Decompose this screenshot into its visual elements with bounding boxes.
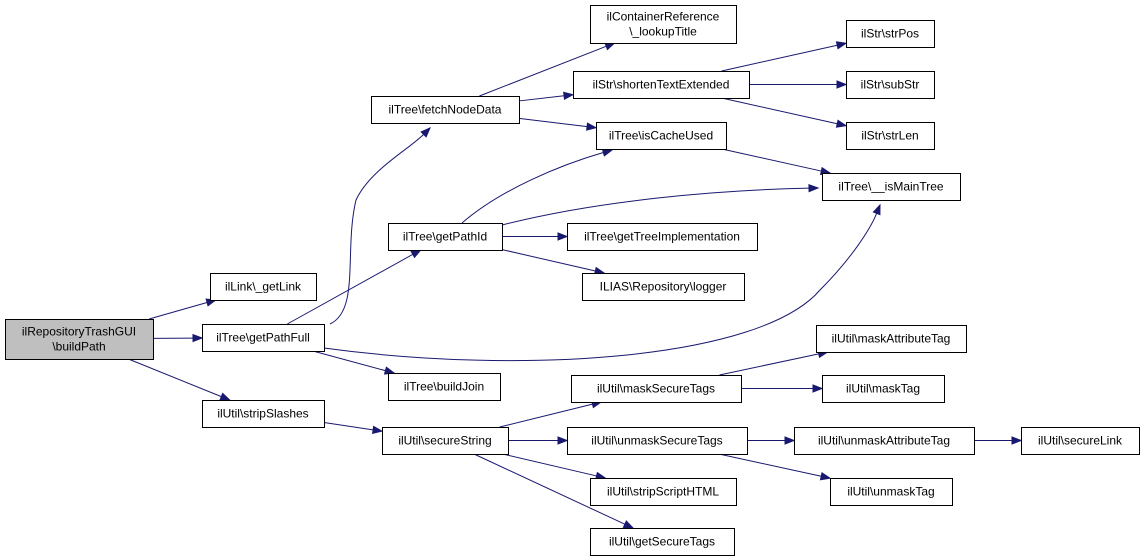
ilutil-unmaskattributetag-node[interactable]: ilUtil\unmaskAttributeTag (794, 427, 975, 455)
edge-getpathid-to-gettreeimpl (502, 232, 569, 241)
node-label: \buildPath (52, 340, 105, 354)
iltree-iscacheused-node[interactable]: ilTree\isCacheUsed (596, 122, 727, 150)
node-label: \_lookupTitle (629, 25, 697, 39)
node-label: ilUtil\secureString (398, 434, 491, 448)
ilutil-securelink-node[interactable]: ilUtil\secureLink (1021, 427, 1140, 455)
edge-getpathfull-to-fetchnodedata (329, 127, 431, 325)
edge-getpathid-to-ismaintree (501, 183, 820, 226)
node-label: ilTree\fetchNodeData (389, 103, 502, 117)
edge-root-to-getpathfull (152, 333, 204, 343)
node-label: ilLink\_getLink (225, 280, 302, 294)
node-label: ilUtil\unmaskAttributeTag (818, 434, 950, 448)
ilutil-stripscripthtml-node[interactable]: ilUtil\stripScriptHTML (590, 478, 737, 506)
iltree-fetchnodedata-node[interactable]: ilTree\fetchNodeData (371, 96, 520, 124)
ilstr-strpos-node[interactable]: ilStr\strPos (846, 20, 935, 48)
node-label: ilTree\isCacheUsed (609, 129, 713, 143)
edge-getpathfull-to-ismaintree (323, 203, 881, 362)
node-label: ilTree\__isMainTree (838, 180, 943, 194)
node-label: ilUtil\unmaskTag (847, 485, 934, 499)
edge-securestring-to-unmasksecure (508, 436, 569, 445)
node-label: ilTree\getTreeImplementation (584, 230, 740, 244)
node-label: ilStr\subStr (861, 78, 920, 92)
iltree-gettreeimplementation-node[interactable]: ilTree\getTreeImplementation (567, 223, 758, 251)
ilutil-unmasksecuretags-node[interactable]: ilUtil\unmaskSecureTags (567, 427, 748, 455)
node-label: ilRepositoryTrashGUI (22, 325, 136, 339)
ilstr-substr-node[interactable]: ilStr\subStr (846, 71, 935, 99)
ilutil-stripslashes-node[interactable]: ilUtil\stripSlashes (202, 400, 325, 428)
edge-shorten-to-substr (749, 80, 848, 89)
edge-masksecure-to-maskattr (719, 349, 829, 376)
node-layer: ilRepositoryTrashGUI\buildPath ilLink\_ge… (5, 5, 1140, 556)
node-label: ilUtil\maskSecureTags (597, 382, 715, 396)
node-label: ilStr\strLen (861, 129, 918, 143)
ilutil-unmasktag-node[interactable]: ilUtil\unmaskTag (830, 478, 953, 506)
node-label: ilUtil\unmaskSecureTags (591, 434, 722, 448)
node-label: ilUtil\maskTag (846, 382, 920, 396)
edge-root-to-stripslashes (128, 358, 231, 401)
edge-unmasksecure-to-unmaskattr (747, 436, 796, 445)
ilcontainerreference-lookuptitle-node[interactable]: ilContainerReference\_lookupTitle (590, 5, 737, 44)
edge-securestring-to-stripscript (502, 453, 607, 480)
edge-securestring-to-getsecuretags (473, 453, 635, 529)
edge-layer (128, 41, 1023, 529)
iltree-getpathid-node[interactable]: ilTree\getPathId (388, 223, 503, 251)
edge-root-to-getlink (148, 298, 218, 320)
ilutil-maskattributetag-node[interactable]: ilUtil\maskAttributeTag (816, 325, 967, 353)
iltree-getpathfull-node[interactable]: ilTree\getPathFull (202, 324, 325, 352)
iltree-ismaintree-node[interactable]: ilTree\__isMainTree (822, 173, 961, 201)
ilstr-strlen-node[interactable]: ilStr\strLen (846, 122, 935, 150)
illink-getlink-node[interactable]: ilLink\_getLink (210, 273, 317, 301)
node-label: ilTree\getPathFull (216, 331, 310, 345)
edge-shorten-to-strpos (721, 41, 848, 72)
ilutil-masktag-node[interactable]: ilUtil\maskTag (822, 375, 945, 403)
node-label: ilStr\strPos (861, 27, 919, 41)
node-label: ilTree\getPathId (403, 230, 487, 244)
node-label: ilTree\buildJoin (404, 380, 484, 394)
node-label: ilContainerReference (607, 10, 720, 24)
ilstr-shortentextextended-node[interactable]: ilStr\shortenTextExtended (573, 71, 750, 99)
ilrepositorytrashgui-buildpath-node[interactable]: ilRepositoryTrashGUI\buildPath (5, 319, 154, 360)
edge-securestring-to-masksecure (499, 400, 603, 428)
edge-getpathid-to-iscacheused (461, 148, 614, 224)
edge-stripslashes-to-securestring (323, 422, 384, 434)
ilutil-securestring-node[interactable]: ilUtil\secureString (382, 427, 509, 455)
edge-shorten-to-strlen (721, 97, 848, 128)
edge-iscacheused-to-ismaintree (721, 148, 832, 176)
iltree-buildjoin-node[interactable]: ilTree\buildJoin (388, 373, 501, 401)
node-label: ilUtil\secureLink (1038, 434, 1123, 448)
edge-fetchnodedata-to-iscacheused (518, 117, 598, 131)
ilias-repository-logger-node[interactable]: ILIAS\Repository\logger (582, 273, 745, 301)
edge-getpathid-to-logger (501, 249, 606, 276)
edge-masksecure-to-masktag (741, 384, 824, 393)
node-label: ilUtil\stripSlashes (217, 407, 308, 421)
ilutil-getsecuretags-node[interactable]: ilUtil\getSecureTags (590, 528, 735, 556)
node-label: ilUtil\stripScriptHTML (607, 485, 719, 499)
node-label: ILIAS\Repository\logger (600, 280, 727, 294)
edge-fetchnodedata-to-shorten (518, 91, 575, 102)
node-label: ilUtil\maskAttributeTag (832, 332, 951, 346)
edge-unmaskattr-to-securelink (974, 436, 1023, 445)
node-label: ilUtil\getSecureTags (609, 535, 715, 549)
node-label: ilStr\shortenTextExtended (593, 78, 730, 92)
ilutil-masksecuretags-node[interactable]: ilUtil\maskSecureTags (571, 375, 742, 403)
edge-unmasksecure-to-unmasktag (718, 453, 832, 481)
